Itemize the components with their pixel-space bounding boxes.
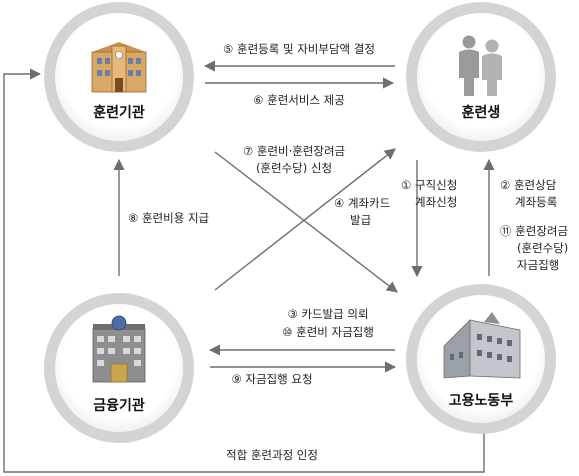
node-trainee: 훈련생: [406, 2, 556, 152]
flow-3-label: ③ 카드발급 의뢰: [287, 307, 368, 321]
people-icon: [459, 35, 502, 96]
bank-building-icon: [92, 315, 146, 383]
flow-4-label-line2: 발급: [350, 213, 371, 227]
flow-9-label: ⑨ 자금집행 요청: [231, 372, 312, 386]
flow-6-label: ⑥ 훈련서비스 제공: [253, 93, 345, 107]
flow-1-label-line2: 계좌신청: [415, 195, 457, 209]
connectors: [3, 60, 495, 473]
arrow-4: [214, 148, 396, 291]
flow-11-label-line1: ⑪ 훈련장려금: [500, 224, 568, 238]
flow-2-label-line2: 계좌등록: [515, 195, 557, 209]
training-institution-label: 훈련기관: [93, 104, 145, 121]
flow-11-label-line2: (훈련수당): [517, 241, 568, 255]
flow-7-label-line1: ⑦ 훈련비·훈련장려금: [243, 144, 345, 158]
school-building-icon: [91, 42, 147, 93]
financial-institution-label: 금융기관: [93, 397, 145, 414]
flow-8-label: ⑧ 훈련비용 지급: [128, 211, 209, 225]
bottom-loop-line: [3, 68, 485, 473]
flow-11-label-line3: 자금집행: [517, 258, 559, 272]
node-training-institution: 훈련기관: [44, 2, 194, 152]
flow-4-label-line1: ④ 계좌카드: [334, 196, 390, 210]
flow-1-label-line1: ① 구직신청: [401, 178, 457, 192]
flow-7-label-line2: (훈련수당) 신청: [256, 161, 332, 175]
government-building-icon: [443, 312, 521, 379]
arrow-7: [214, 151, 398, 293]
bottom-loop-label: 적합 훈련과정 인정: [226, 448, 318, 462]
ministry-label: 고용노동부: [449, 393, 514, 409]
flow-2-label-line1: ② 훈련상담: [500, 178, 557, 192]
flow-labels: ⑤ 훈련등록 및 자비부담액 결정 ⑥ 훈련서비스 제공 ⑦ 훈련비·훈련장려금…: [128, 42, 568, 462]
flow-10-label: ⑩ 훈련비 자금집행: [282, 325, 374, 339]
node-ministry: 고용노동부: [406, 284, 556, 434]
trainee-label: 훈련생: [462, 104, 501, 121]
flow-5-label: ⑤ 훈련등록 및 자비부담액 결정: [223, 42, 375, 56]
node-financial-institution: 금융기관: [44, 293, 194, 443]
